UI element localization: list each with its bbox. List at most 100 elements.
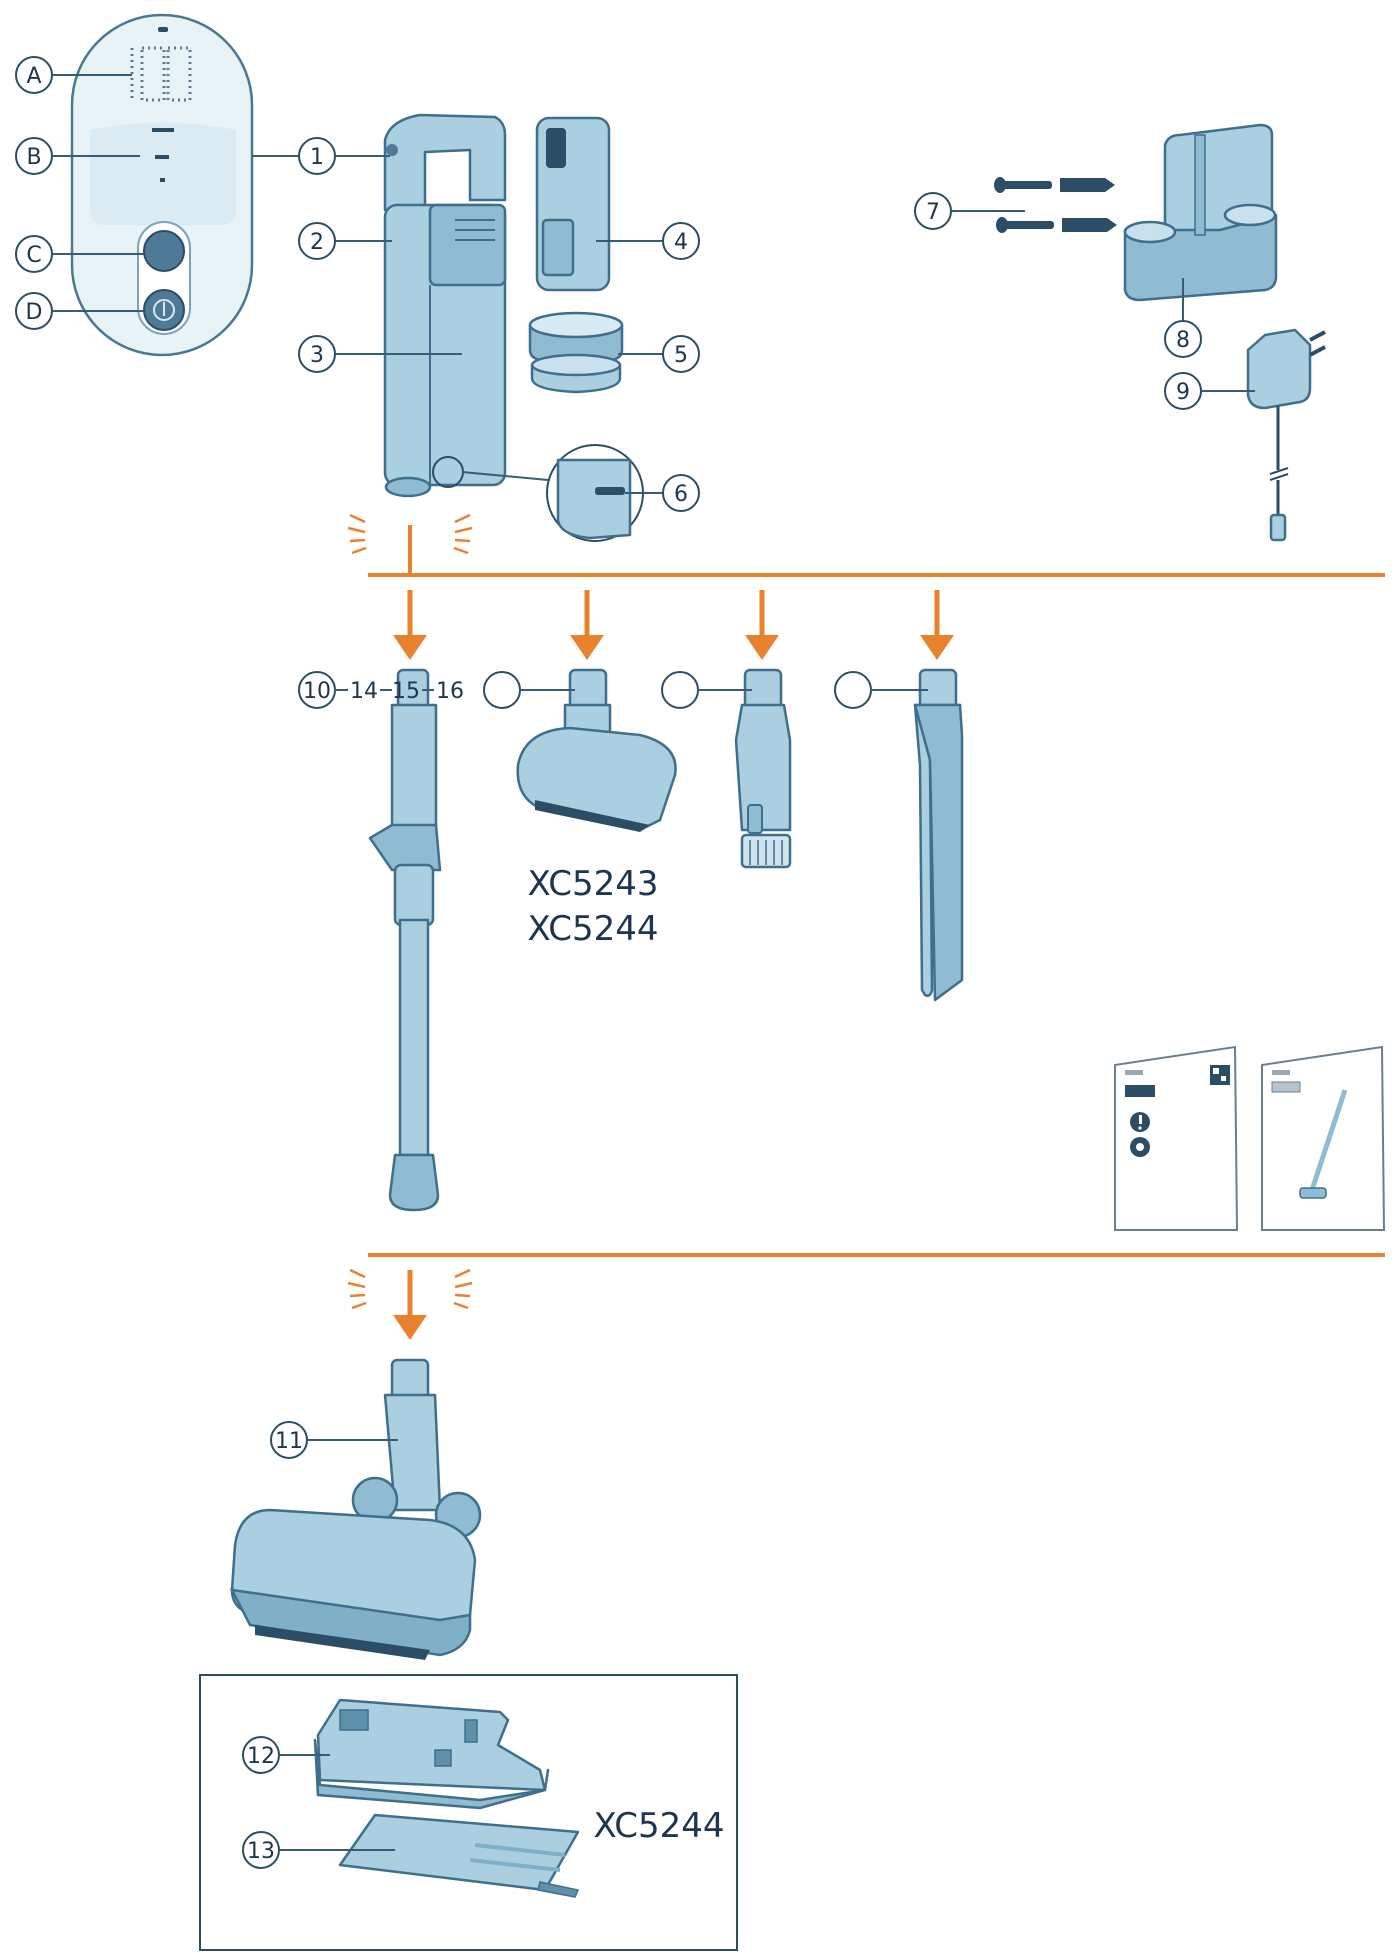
screws-and-wall-plugs (994, 177, 1117, 233)
nozzle-roller (229, 1588, 472, 1657)
callout-5: 5 (618, 335, 700, 373)
handheld-unit (383, 113, 507, 498)
mop-pad (338, 1813, 580, 1898)
mini-brush-bristles (535, 800, 650, 832)
indicator-light (158, 27, 168, 32)
callout-mini-brush-blank (483, 671, 521, 709)
attachment-arrows (393, 590, 954, 660)
release-slot (595, 487, 625, 495)
callout-6: 6 (625, 474, 700, 512)
callout-d: D (15, 292, 144, 330)
callout-b-label: B (26, 145, 41, 170)
wall-plug-bottom (1062, 218, 1117, 232)
callout-16-label: 16 (436, 679, 464, 704)
mini-brush-connector (568, 668, 608, 710)
callout-a: A (15, 56, 132, 94)
battery-pack (535, 116, 611, 292)
callout-3-label: 3 (310, 343, 324, 368)
callout-9: 9 (1164, 372, 1255, 410)
mop-pad-cloth (338, 1813, 580, 1892)
callout-tube: 10 14 15 16 (298, 671, 464, 709)
callout-9-label: 9 (1176, 380, 1190, 405)
callout-12-label: 12 (247, 1744, 275, 1769)
callout-4-label: 4 (674, 230, 688, 255)
mop-attachment-base (313, 1738, 550, 1810)
motor-vents (455, 219, 495, 241)
screw-bottom (996, 217, 1054, 233)
callout-15-label: 15 (392, 679, 420, 704)
battery-latch (541, 218, 575, 277)
callout-11: 11 (270, 1421, 398, 1459)
wall-plug-top (1060, 178, 1115, 192)
filter (528, 311, 624, 394)
callout-brush-tool (661, 671, 752, 709)
callout-c: C (15, 235, 144, 273)
mop-attachment (313, 1698, 550, 1810)
nozzle-brush-strip (255, 1625, 430, 1660)
release-detail-zoom (461, 444, 644, 542)
callout-4: 4 (596, 222, 700, 260)
model-label-xc5244-mop: XC5244 (593, 1806, 724, 1846)
callout-2-label: 2 (310, 230, 324, 255)
adapter-body (1246, 328, 1312, 410)
screw-top (994, 177, 1052, 193)
arrow-mini-brush (570, 590, 604, 660)
power-icon (153, 299, 175, 321)
mop-attachment-body (316, 1698, 547, 1792)
arrow-crevice-tool (920, 590, 954, 660)
tube-shaft (398, 918, 430, 1157)
callout-12: 12 (242, 1736, 330, 1774)
panel-screen (90, 122, 236, 225)
crevice-tool-side (913, 703, 964, 1002)
user-manual (1261, 1045, 1386, 1231)
click-indicator-bottom (347, 1268, 473, 1310)
callout-crevice-tool (834, 671, 928, 709)
callout-1-label: 1 (310, 145, 324, 170)
mini-brush-head (516, 726, 677, 832)
callout-13-label: 13 (247, 1839, 275, 1864)
callout-7-label: 7 (926, 200, 940, 225)
callout-mini-brush (483, 671, 575, 709)
control-panel (70, 13, 254, 357)
adapter-plug (1269, 513, 1287, 542)
motor-housing (428, 203, 507, 287)
boost-button[interactable] (143, 230, 185, 272)
model-label-xc5243: XC5243 (527, 864, 658, 904)
manual-vacuum-illustration (1309, 1089, 1348, 1191)
trigger-knob (386, 144, 398, 156)
callout-8: 8 (1164, 278, 1202, 358)
mop-kit-box (199, 1674, 738, 1951)
callout-7: 7 (914, 192, 1025, 230)
callout-11-label: 11 (275, 1429, 303, 1454)
mini-turbo-brush (516, 668, 677, 832)
floor-nozzle (229, 1358, 482, 1660)
battery-level-indicator (152, 128, 174, 182)
crevice-tool (913, 668, 964, 1002)
tube-bottom-connector (388, 1153, 440, 1212)
safety-leaflet (1114, 1045, 1239, 1231)
handle-grip (383, 113, 507, 212)
callout-10-label: 10 (303, 679, 331, 704)
bristle-lines (749, 840, 783, 865)
arrow-brush-tool (745, 590, 779, 660)
model-label-xc5244-brush: XC5244 (527, 909, 658, 949)
tube-upper-section (390, 703, 438, 832)
user-manual-page (1261, 1045, 1386, 1231)
release-detail-body (556, 458, 632, 540)
callout-8-label: 8 (1176, 328, 1190, 353)
callout-c-label: C (26, 243, 41, 268)
battery-connector (546, 128, 566, 168)
callout-6-label: 6 (674, 482, 688, 507)
nozzle-inlet (384, 476, 432, 498)
power-adapter (1246, 328, 1326, 542)
wall-mount (1123, 123, 1278, 302)
mop-pad-tab (537, 1881, 580, 1898)
arrow-floor-nozzle (393, 1270, 427, 1340)
tube-coupler (393, 863, 435, 927)
extension-tube (368, 668, 442, 1212)
callout-brush-tool-blank (661, 671, 699, 709)
arrow-tube (393, 590, 427, 660)
callout-d-label: D (26, 300, 43, 325)
brush-tool (734, 668, 792, 869)
